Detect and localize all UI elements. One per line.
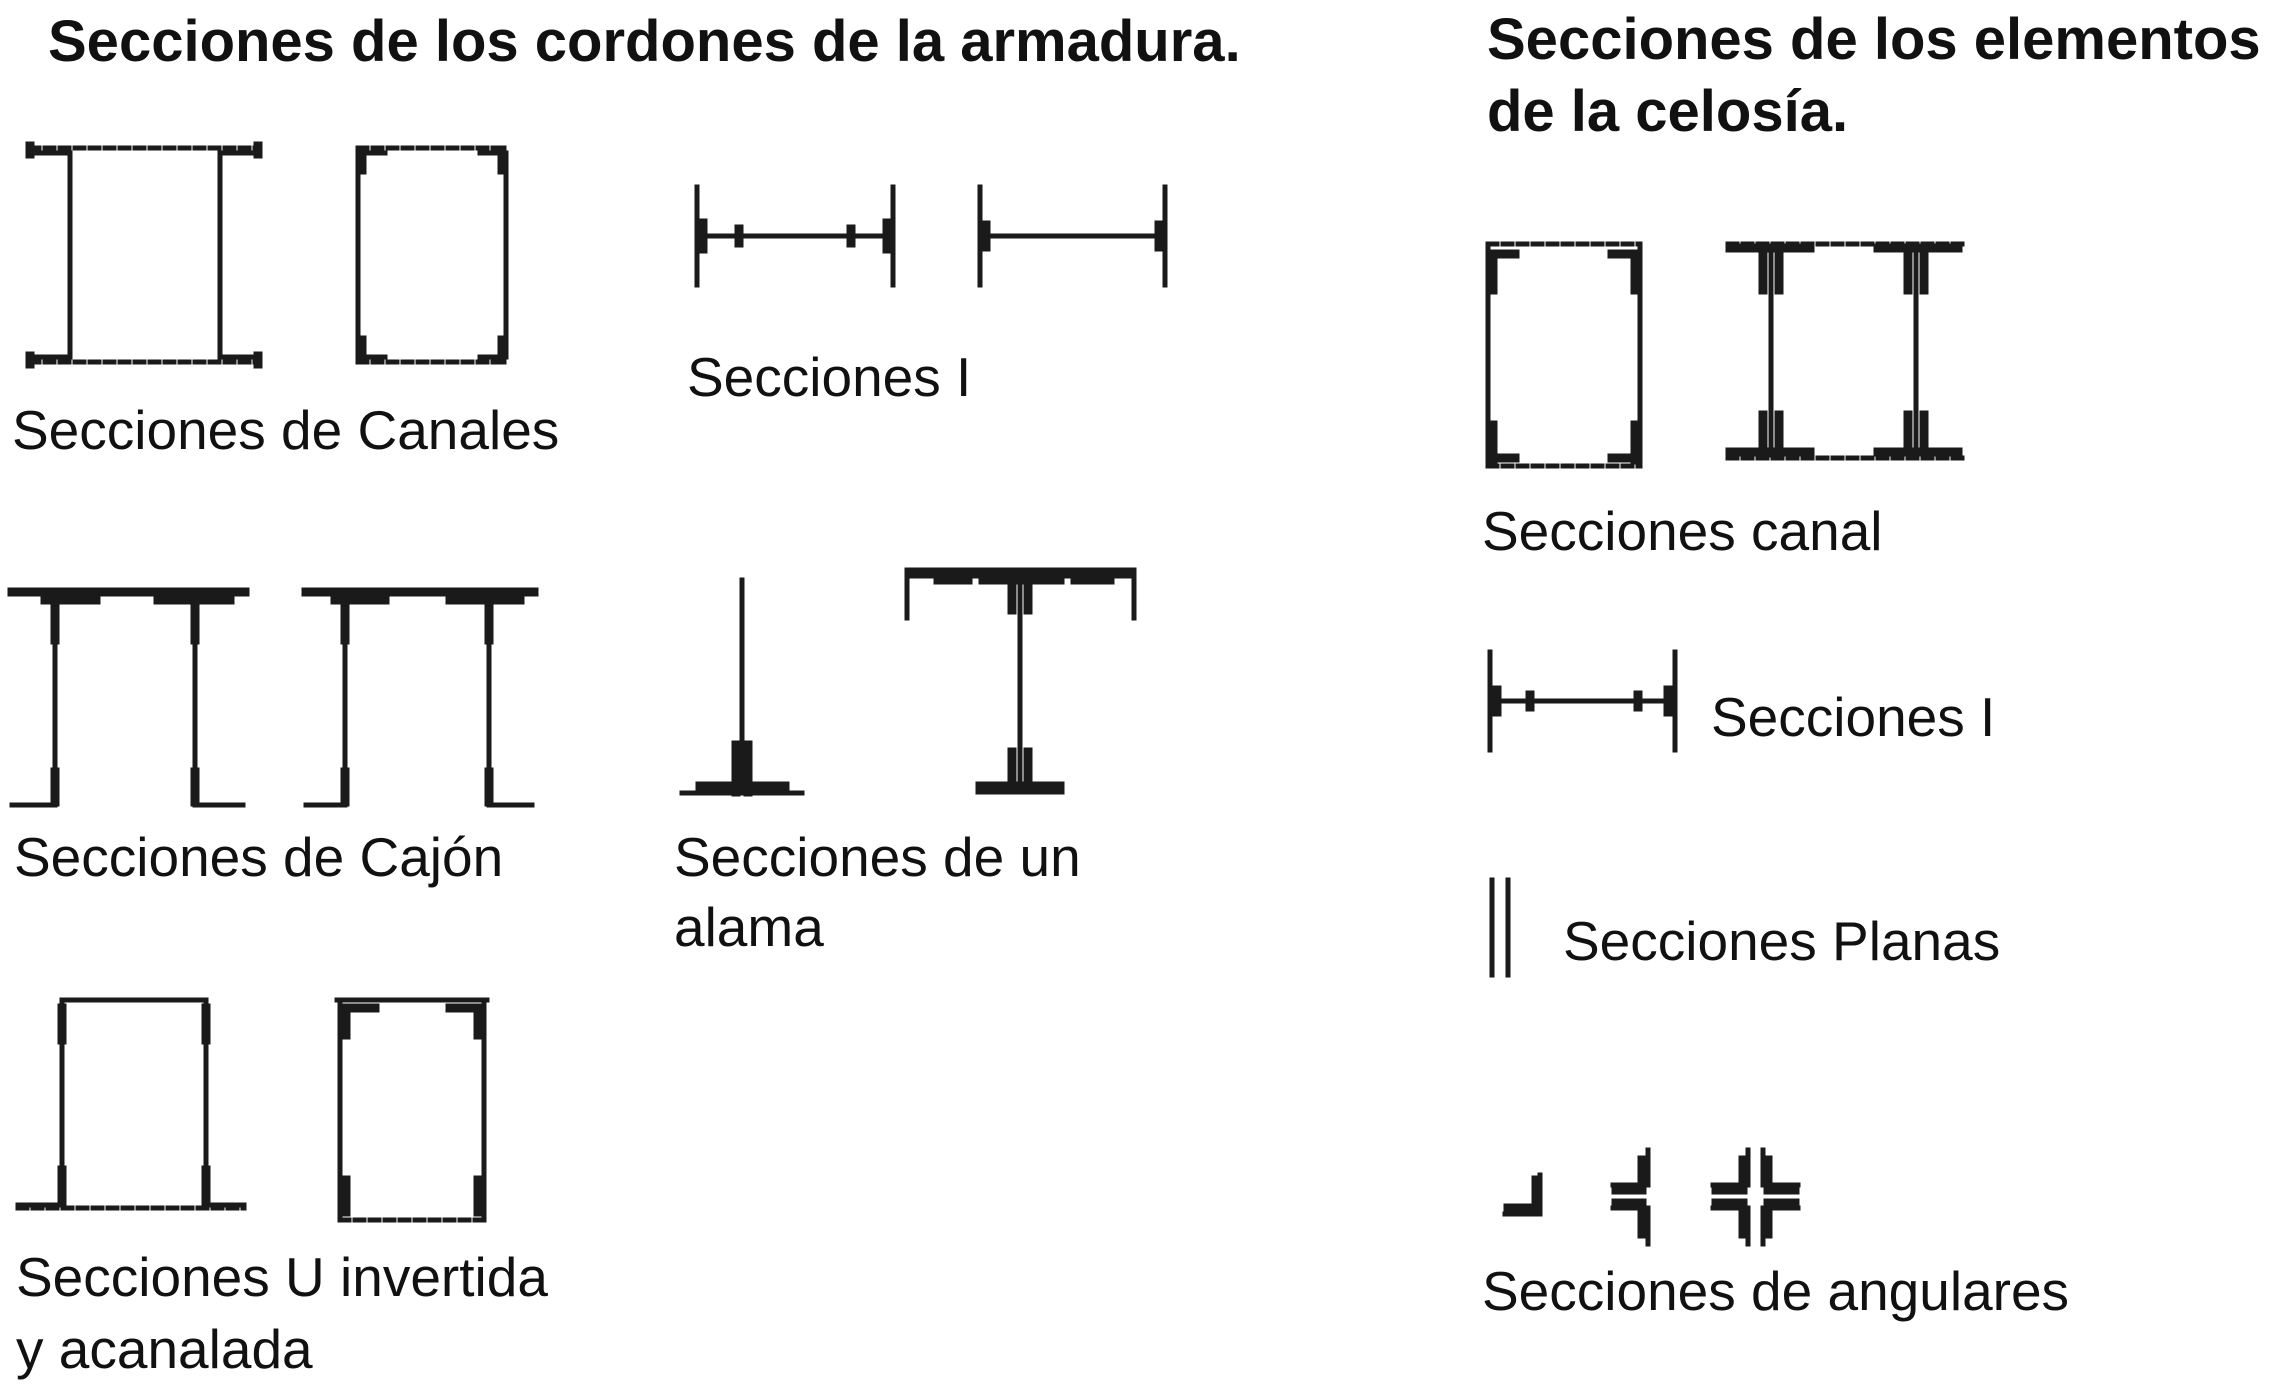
box-section-plated: [7, 587, 250, 808]
label-single-web-line-1: Secciones de un: [674, 826, 1081, 888]
i-section-narrow: [977, 184, 1168, 288]
lattice-flat-section: [1489, 877, 1511, 978]
lattice-channel-pair: [1725, 241, 1965, 461]
grooved-section: [334, 997, 490, 1223]
i-section-wide: [694, 184, 896, 288]
label-inverted-u-line-2: y acanalada: [16, 1318, 313, 1380]
lattice-channel-box: [1485, 241, 1643, 469]
label-lattice-flat: Secciones Planas: [1563, 910, 2001, 972]
label-lattice-angles: Secciones de angulares: [1482, 1260, 2070, 1322]
inverted-u-section: [15, 997, 247, 1211]
lattice-star-angle: [1710, 1147, 1801, 1247]
lattice-double-angle: [1610, 1147, 1651, 1247]
single-web-double-flange: [904, 567, 1137, 795]
lattice-i-section: [1487, 649, 1678, 753]
single-web-tee: [679, 577, 805, 797]
label-i-sections: Secciones I: [687, 346, 972, 408]
label-lattice-i-sections: Secciones I: [1711, 686, 1996, 748]
lattice-heading-line-2: de la celosía.: [1487, 79, 1849, 144]
box-section-open: [301, 587, 539, 808]
channel-section-open: [25, 141, 263, 369]
lattice-single-angle: [1502, 1172, 1543, 1217]
label-lattice-channel: Secciones canal: [1482, 500, 1883, 562]
chords-heading: Secciones de los cordones de la armadura…: [48, 9, 1241, 74]
label-box-sections: Secciones de Cajón: [14, 826, 504, 888]
label-single-web-line-2: alama: [674, 896, 824, 958]
label-channel-sections: Secciones de Canales: [12, 399, 560, 461]
channel-section-facing: [355, 145, 509, 365]
lattice-heading-line-1: Secciones de los elementos: [1487, 7, 2261, 72]
label-inverted-u-line-1: Secciones U invertida: [16, 1246, 548, 1308]
